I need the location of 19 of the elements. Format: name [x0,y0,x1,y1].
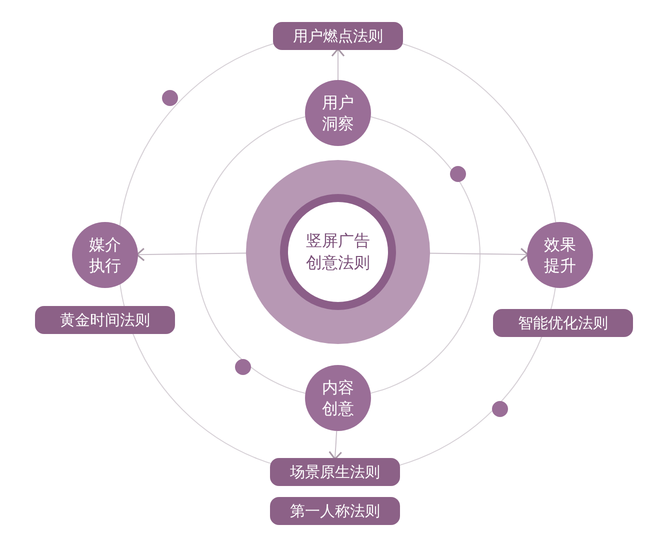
rule-label-pill [273,22,403,50]
chevron-arrow [328,430,342,460]
node-label: 智能优化法则 [518,314,608,332]
node-label: 内容创意 [321,377,355,419]
node-label: 第一人称法则 [290,502,380,520]
node-label: 效果提升 [543,234,577,276]
node-label: 用户洞察 [321,92,355,134]
node-label: 媒介执行 [88,234,122,276]
chevron-arrow [430,248,529,262]
node-label: 黄金时间法则 [60,310,150,330]
node-label: 场景原生法则 [290,462,380,482]
rule-label-pill [35,306,175,334]
rule-label-pill [270,497,400,525]
rule-label-pill [270,458,400,486]
chevron-arrow [331,48,345,80]
rule-label-pill [493,309,633,337]
node-label: 用户燃点法则 [293,26,383,46]
node-label: 竖屏广告创意法则 [305,230,371,274]
chevron-arrow [136,248,246,262]
